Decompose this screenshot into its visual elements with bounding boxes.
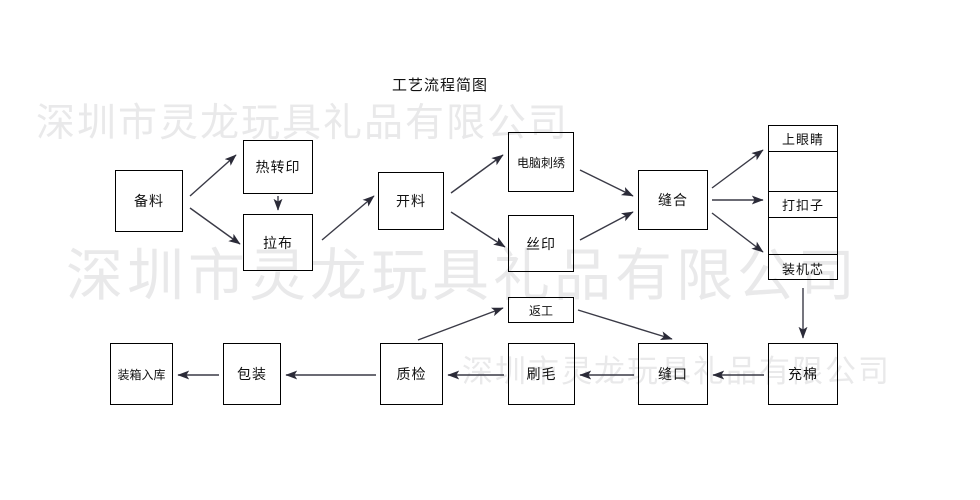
node-fangong[interactable]: 返工 xyxy=(508,297,574,323)
node-fenghe[interactable]: 缝合 xyxy=(638,170,708,230)
node-siyin[interactable]: 丝印 xyxy=(508,215,574,272)
node-shuamao[interactable]: 刷毛 xyxy=(508,343,575,405)
edge-fangong-fenggou xyxy=(577,309,673,340)
watermark-bottom: 深圳市灵龙玩具礼品有限公司 xyxy=(462,354,891,390)
node-baozhuang[interactable]: 包装 xyxy=(223,343,281,405)
node-chongmian[interactable]: 充棉 xyxy=(768,343,838,405)
watermark-middle: 深圳市灵龙玩具礼品有限公司 xyxy=(66,243,859,309)
node-rezhuanyin[interactable]: 热转印 xyxy=(243,140,313,194)
edge-kailiao-diannaocixiu xyxy=(450,154,504,194)
stack-cell-2[interactable]: 打扣子 xyxy=(769,192,837,218)
diagram-title: 工艺流程简图 xyxy=(0,74,980,95)
stack-cell-0[interactable]: 上眼睛 xyxy=(769,126,837,152)
stack-cell-blank-3 xyxy=(769,218,837,255)
edge-beiliao-rezhuanyin xyxy=(189,154,237,197)
node-beiliao[interactable]: 备料 xyxy=(115,170,183,232)
edge-diannaocixiu-fenghe xyxy=(579,169,634,197)
node-zhuangxiangruku[interactable]: 装箱入库 xyxy=(110,343,173,405)
diagram-title-text: 工艺流程简图 xyxy=(391,76,488,94)
stack-cell-blank-1 xyxy=(769,152,837,192)
stack-cell-4[interactable]: 装机芯 xyxy=(781,262,824,278)
edge-zhijian-fangong xyxy=(417,307,504,341)
node-zhijian[interactable]: 质检 xyxy=(380,343,443,405)
node-diannaocixiu[interactable]: 电脑刺绣 xyxy=(508,132,574,192)
node-stack-group: 上眼睛打扣子装机芯 xyxy=(768,125,838,280)
watermark-top: 深圳市灵龙玩具礼品有限公司 xyxy=(36,101,570,146)
edge-fenghe-shangyanjing xyxy=(711,149,764,189)
node-fenggou[interactable]: 缝口 xyxy=(638,343,708,405)
node-labu[interactable]: 拉布 xyxy=(243,214,313,271)
node-kailiao[interactable]: 开料 xyxy=(378,172,444,230)
